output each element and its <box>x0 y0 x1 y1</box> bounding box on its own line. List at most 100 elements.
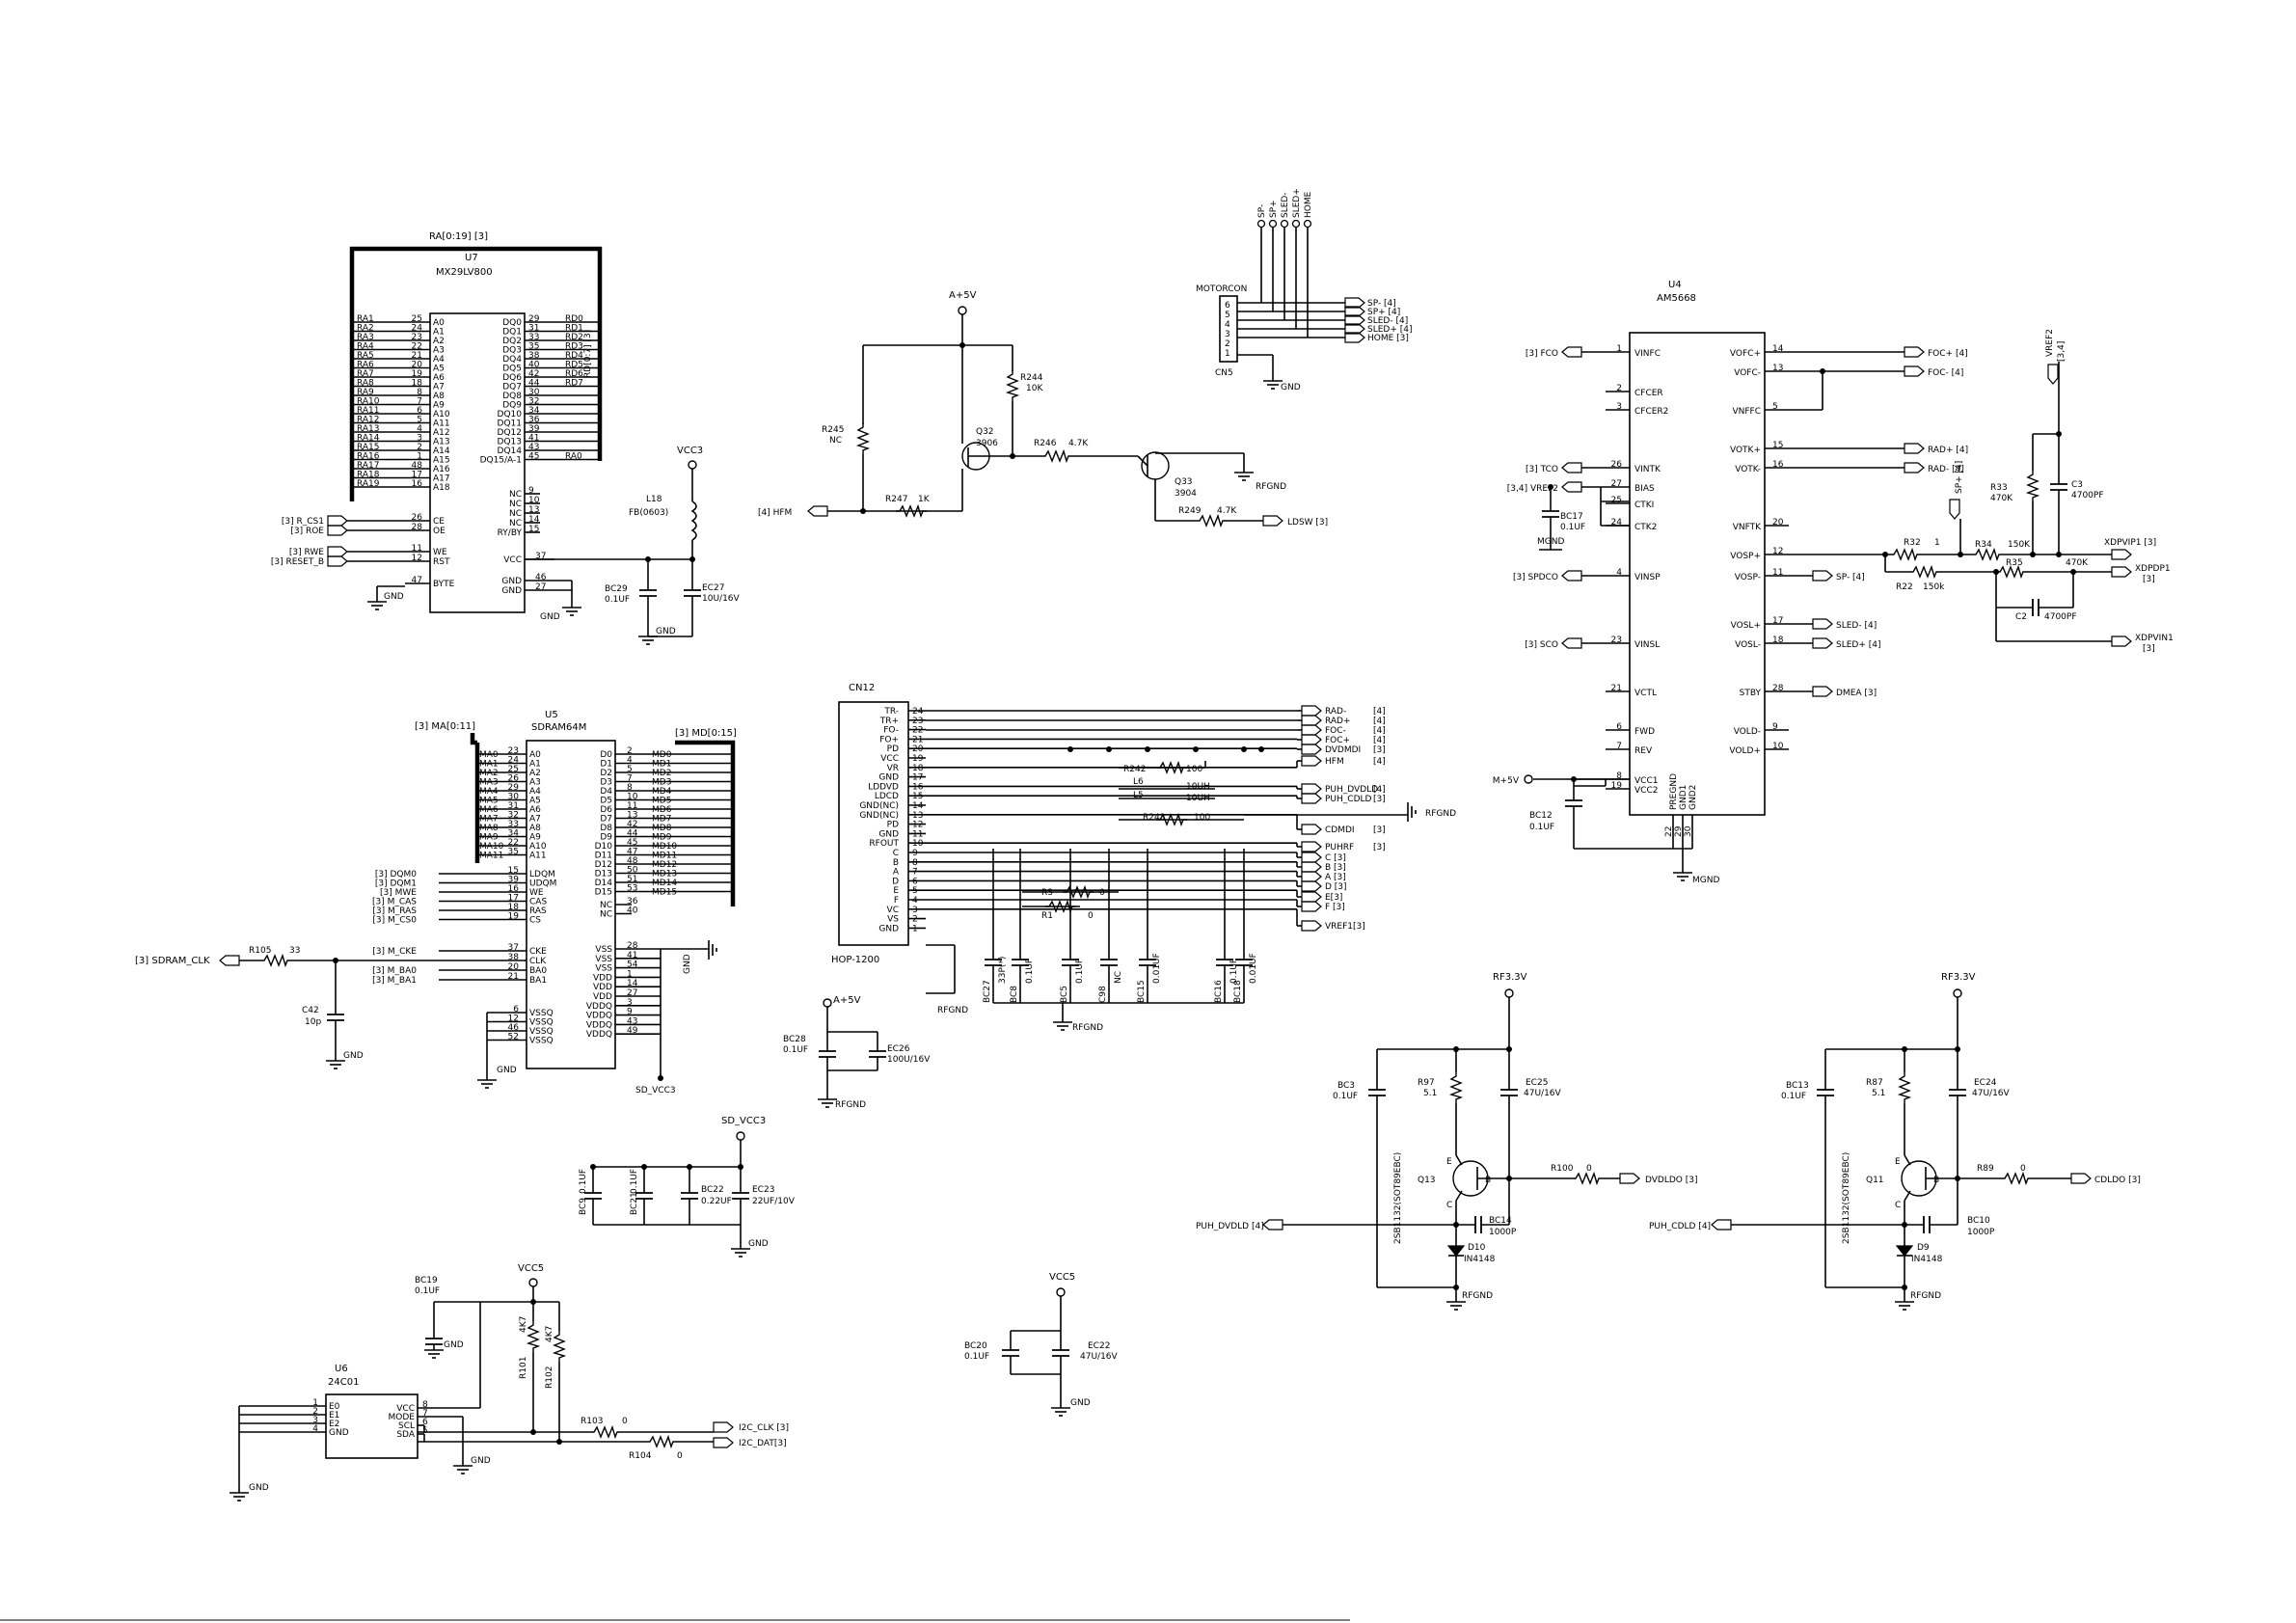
r244-value: 10K <box>1026 384 1043 393</box>
cn12-pin-number: 10 <box>912 839 924 849</box>
u5-pin-number: 23 <box>508 746 519 756</box>
junction <box>738 1164 743 1170</box>
cn12-pin-number: 18 <box>912 764 924 773</box>
u4-pin-name: VOTK- <box>1735 465 1761 474</box>
u7-pin-name: A1 <box>433 328 445 338</box>
u7-pin-number: 9 <box>528 486 534 496</box>
bc29-value: 0.1UF <box>605 595 630 605</box>
u5-pin-name: LDQM <box>529 870 555 879</box>
u7-pin-number: 8 <box>417 388 422 397</box>
u7-net-label: RA11 <box>357 406 380 416</box>
u7-pin-name: NC <box>509 500 522 509</box>
u7-pin-number: 13 <box>528 505 539 515</box>
cn12-net-page: [3] <box>1373 825 1386 835</box>
u7-net-label: RD6 <box>565 369 583 379</box>
u4-pin-number: 24 <box>1611 518 1623 527</box>
a5v-gnd: RFGND <box>835 1100 866 1110</box>
u7-pin-number: 32 <box>528 397 539 407</box>
u7-net-label: RA8 <box>357 379 374 389</box>
u5-pin-name: VDDQ <box>586 1020 612 1030</box>
cn12-net-page: [4] <box>1373 757 1386 767</box>
u7-pin-name: NC <box>509 519 522 528</box>
u5-pin-name: NC <box>600 901 612 910</box>
r103-ref: R103 <box>581 1417 603 1426</box>
cn12-pin-number: 8 <box>912 858 918 868</box>
u5-ref: U5 <box>545 710 558 720</box>
u5-pin-number: 26 <box>508 774 520 784</box>
u7-pin-number: 17 <box>412 471 422 480</box>
u7-pin-name: DQ9 <box>502 401 522 411</box>
u5-pin-number: 52 <box>508 1033 519 1042</box>
cn12-pin-number: 1 <box>912 924 918 933</box>
motorcon-net-label: SP- [4] <box>1367 299 1396 309</box>
ec27-value: 10U/16V <box>702 594 741 604</box>
u5-pin-number: 17 <box>508 894 519 904</box>
u4-pin-number: 13 <box>1772 364 1783 373</box>
u5-pin-number: 18 <box>508 903 520 912</box>
u4-pin-number: 10 <box>1772 742 1784 751</box>
ec25-value: 47U/16V <box>1524 1089 1562 1098</box>
u7-pin-number: 23 <box>412 333 422 342</box>
r243-ref: R243 <box>1143 813 1165 823</box>
u7-pin-name: DQ4 <box>502 355 522 365</box>
u4-ref: U4 <box>1668 280 1682 290</box>
u7-pin-number: 15 <box>528 525 539 534</box>
junction <box>687 1164 692 1170</box>
u4-left-net: M+5V <box>1493 776 1520 786</box>
motorcon-net-label: SLED+ [4] <box>1367 325 1413 335</box>
r89-ref: R89 <box>1977 1164 1994 1174</box>
u4-pin-name: VOLD+ <box>1729 746 1761 756</box>
sd-cap-ref: BC9 <box>579 1198 588 1215</box>
motorcon-pin-number: 3 <box>1225 330 1230 339</box>
u4-pin-name: STBY <box>1740 689 1762 698</box>
l5-value: 10UH <box>1186 794 1210 803</box>
u5-pin-number: 5 <box>627 765 633 774</box>
u5-pin-name: NC <box>600 910 612 920</box>
u7-pin-name: A17 <box>433 474 450 484</box>
u7-ctl-port <box>327 525 348 536</box>
motorcon-gnd: GND <box>1281 383 1301 392</box>
u5-net-label: MD3 <box>652 778 671 788</box>
u5-pin-number: 25 <box>508 765 519 774</box>
u5-pin-number: 48 <box>627 856 638 866</box>
u7-pin-name: DQ7 <box>502 383 522 392</box>
u5-net-label: MA9 <box>479 833 499 843</box>
cn12-pin-name: F <box>894 896 899 906</box>
cn12-net-page: [4] <box>1373 736 1386 745</box>
cn12-pin-number: 16 <box>912 782 924 792</box>
u7-pin-number: 29 <box>528 314 540 324</box>
u4-pin-name: VCTL <box>1634 689 1657 698</box>
r247-value: 1K <box>918 495 931 504</box>
r87-value: 5.1 <box>1872 1089 1885 1098</box>
bc12-value: 0.1UF <box>1529 823 1554 832</box>
motorcon-net-label: HOME [3] <box>1367 334 1409 343</box>
cn12-net-label: VREF1[3] <box>1325 922 1365 932</box>
u4-pin-name: VCC1 <box>1634 776 1658 786</box>
u7-pin-number: 14 <box>528 515 540 525</box>
u7-pin-number: 3 <box>417 434 422 444</box>
u5-net-label: MA2 <box>479 769 499 778</box>
motorcon-pin-number: 4 <box>1225 320 1230 330</box>
u4-pin-name: VNFFC <box>1732 407 1761 417</box>
u5-pin-number: 15 <box>508 866 519 876</box>
cn12-net-port <box>1301 783 1322 795</box>
u7-net-label: RA12 <box>357 416 380 425</box>
u6-pin-number: 8 <box>422 1400 428 1410</box>
u4-pin-name: VINTK <box>1634 465 1661 474</box>
u4-left-port <box>1561 637 1582 649</box>
u7-pin-number: 31 <box>528 324 539 334</box>
u7-pin-number: 28 <box>412 523 423 532</box>
u5-pin-name: D8 <box>600 824 612 833</box>
u5-pin-number: 11 <box>627 801 637 811</box>
u7-net-label: RA16 <box>357 452 380 462</box>
u5-pin-number: 16 <box>508 884 520 894</box>
u5-pin-number: 9 <box>627 1008 633 1017</box>
q13-part: 2SB1132(SOT89EBC) <box>1393 1152 1403 1244</box>
u5-net-label: MA5 <box>479 797 499 806</box>
cn12-pin-number: 12 <box>912 821 923 830</box>
u5-net-label: MD1 <box>652 760 671 770</box>
